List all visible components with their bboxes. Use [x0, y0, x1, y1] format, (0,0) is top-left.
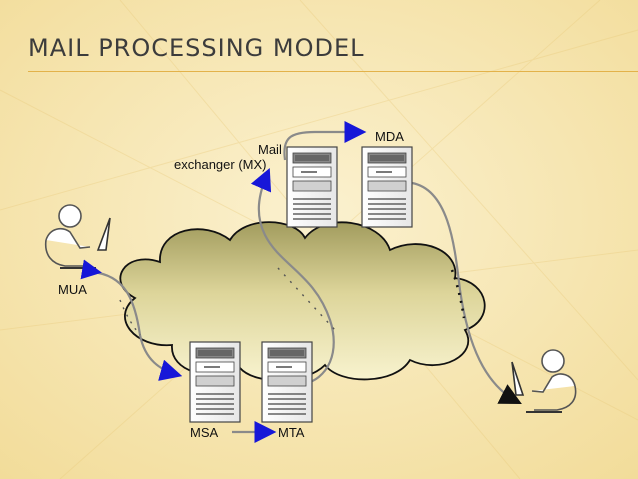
server-mda-icon: [361, 146, 413, 228]
label-mta: MTA: [278, 425, 305, 440]
title-underline: [28, 71, 638, 72]
slide-title: MAIL PROCESSING MODEL: [28, 34, 365, 62]
mua-user-icon: [44, 204, 111, 269]
mua-send-arrow: [80, 259, 102, 280]
server-mx-icon: [286, 146, 338, 228]
flow-mta-to-mx: [250, 167, 335, 387]
label-mail-exchanger: exchanger (MX): [174, 157, 267, 172]
dotted-path-right: [450, 269, 466, 319]
label-msa: MSA: [190, 425, 219, 440]
label-mail: Mail: [258, 142, 282, 157]
flow-mda-to-recipient: [411, 181, 522, 405]
label-mua: MUA: [58, 282, 87, 297]
server-msa-icon: [189, 341, 241, 423]
label-mda: MDA: [375, 129, 404, 144]
recipient-user-icon: [511, 349, 577, 413]
flow-mx-to-mda: [283, 121, 367, 161]
server-mta-icon: [261, 341, 313, 423]
